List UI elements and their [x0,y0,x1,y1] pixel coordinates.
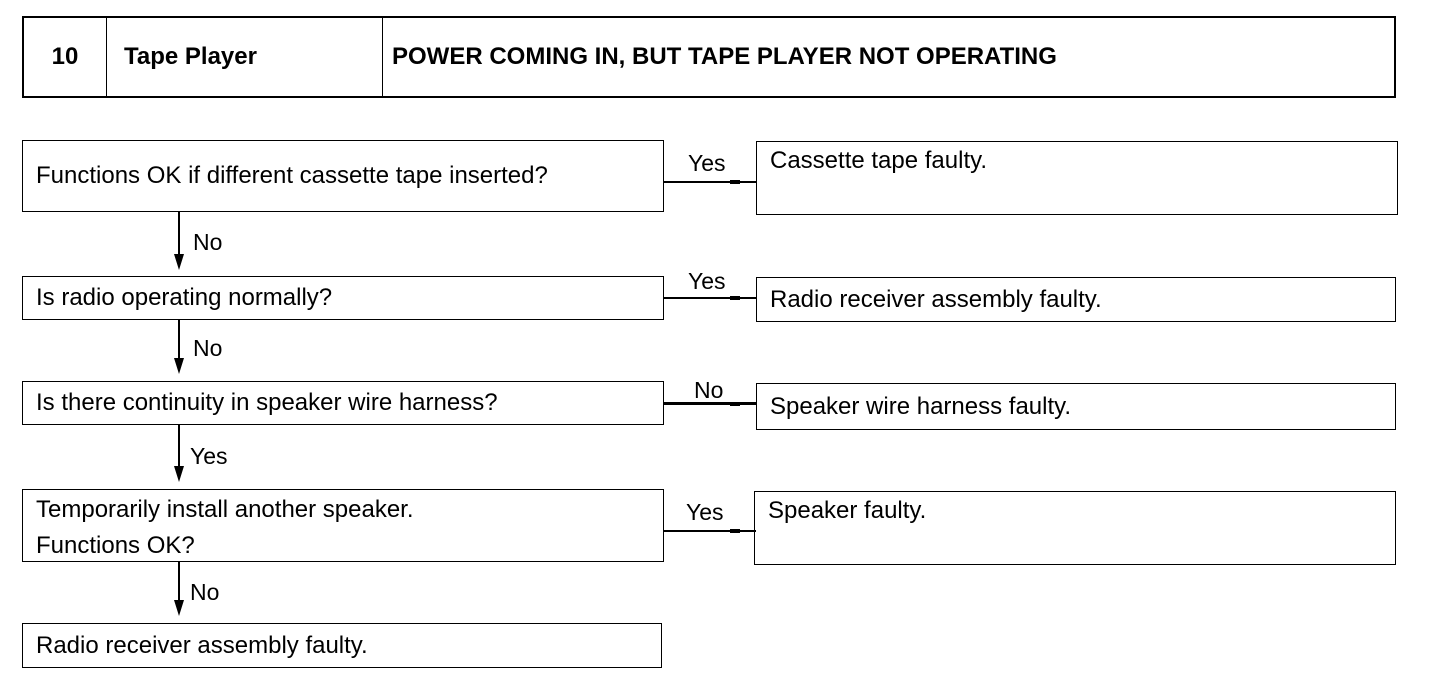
branch-label-2: Yes [688,268,726,294]
question-text-1: Functions OK if different cassette tape … [36,162,548,189]
final-result-box: Radio receiver assembly faulty. [22,623,662,668]
branch-dot-3 [730,402,740,406]
question-text-3: Is there continuity in speaker wire harn… [36,389,498,416]
section-name: Tape Player [107,18,383,96]
section-number: 10 [24,18,107,96]
result-box-1: Cassette tape faulty. [756,141,1398,215]
next-label-2: No [193,335,223,361]
branch-label-4: Yes [686,499,724,525]
result-text-1: Cassette tape faulty. [770,147,988,174]
branch-dot-4 [730,529,740,533]
result-box-3: Speaker wire harness faulty. [756,383,1396,430]
question-box-1: Functions OK if different cassette tape … [22,140,664,212]
question-box-4: Temporarily install another speaker. Fun… [22,489,664,562]
final-result-text: Radio receiver assembly faulty. [36,631,368,659]
branch-line-3 [664,402,756,405]
result-text-4: Speaker faulty. [768,497,927,524]
branch-label-1: Yes [688,150,726,176]
next-label-1: No [193,229,223,255]
title-header: 10 Tape Player POWER COMING IN, BUT TAPE… [22,16,1396,98]
result-text-3: Speaker wire harness faulty. [770,392,1072,420]
next-label-3: Yes [190,443,228,469]
question-text-2: Is radio operating normally? [36,284,333,311]
page-title: POWER COMING IN, BUT TAPE PLAYER NOT OPE… [392,43,1057,70]
branch-label-3: No [694,377,724,403]
result-text-2: Radio receiver assembly faulty. [770,285,1102,313]
result-box-4: Speaker faulty. [754,491,1396,565]
branch-line-1 [664,181,756,183]
question-text-4b: Functions OK? [36,532,195,559]
branch-line-2 [664,297,756,299]
question-text-4a: Temporarily install another speaker. [36,496,414,523]
question-box-3: Is there continuity in speaker wire harn… [22,381,664,425]
branch-dot-1 [730,180,740,184]
branch-line-4 [664,530,756,532]
question-box-2: Is radio operating normally? [22,276,664,320]
next-label-4: No [190,579,220,605]
result-box-2: Radio receiver assembly faulty. [756,277,1396,322]
branch-dot-2 [730,296,740,300]
